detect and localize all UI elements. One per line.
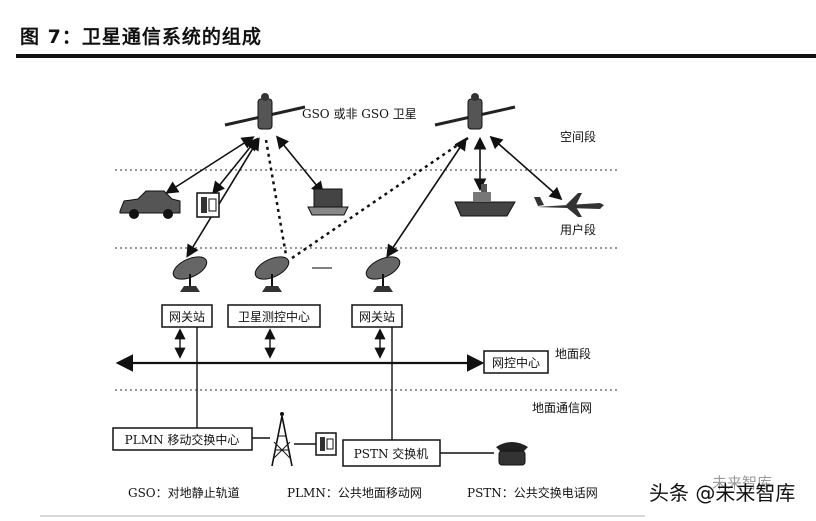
airplane-icon [534, 193, 604, 217]
laptop-icon [307, 188, 349, 216]
svg-text:网控中心: 网控中心 [492, 355, 540, 370]
svg-text:PSTN 交换机: PSTN 交换机 [354, 446, 429, 461]
legend-pstn: PSTN：公共交换电话网 [467, 485, 598, 500]
label-user-segment: 用户段 [560, 222, 596, 237]
gateway-right-box: 网关站 [351, 304, 403, 328]
svg-text:网关站: 网关站 [359, 310, 395, 324]
watermark: 头条 @未来智库 [649, 481, 796, 505]
label-space-segment: 空间段 [560, 129, 596, 144]
dish-antenna-icon [172, 256, 208, 292]
control-links [264, 136, 469, 260]
title-rule [16, 54, 816, 58]
gateway-left-box: 网关站 [161, 304, 213, 328]
pstn-switch-box: PSTN 交换机 [342, 439, 441, 467]
telephone-icon [196, 192, 220, 218]
network-control-box: 网控中心 [483, 350, 549, 374]
plmn-switch-box: PLMN 移动交换中心 [112, 427, 253, 451]
figure-title: 图 7：卫星通信系统的组成 [20, 26, 262, 48]
terrestrial-links [196, 327, 494, 454]
dish-antenna-icon [365, 256, 401, 292]
car-icon [119, 190, 181, 219]
cell-tower-icon [271, 412, 293, 467]
ship-icon [454, 184, 516, 217]
links-left-satellite [165, 135, 325, 258]
satellite-icon [224, 93, 306, 130]
svg-text:卫星测控中心: 卫星测控中心 [238, 309, 310, 324]
legend-plmn: PLMN：公共地面移动网 [287, 486, 422, 500]
label-ground-segment: 地面段 [555, 346, 591, 361]
satellite-icon [434, 93, 516, 130]
dish-antenna-icon [254, 256, 290, 292]
control-center-box: 卫星测控中心 [227, 304, 321, 328]
station-bus-links [174, 328, 386, 359]
svg-text:PLMN 移动交换中心: PLMN 移动交换中心 [125, 432, 240, 447]
label-ground-network: 地面通信网 [532, 401, 592, 415]
label-satellite: GSO 或非 GSO 卫星 [302, 107, 417, 121]
legend-gso: GSO：对地静止轨道 [128, 486, 240, 500]
svg-text:网关站: 网关站 [169, 310, 205, 324]
watermark-brand: 未来智库 [712, 474, 773, 492]
links-right-satellite [386, 135, 563, 258]
telephone-icon [315, 432, 337, 456]
telephone-icon [496, 442, 528, 466]
